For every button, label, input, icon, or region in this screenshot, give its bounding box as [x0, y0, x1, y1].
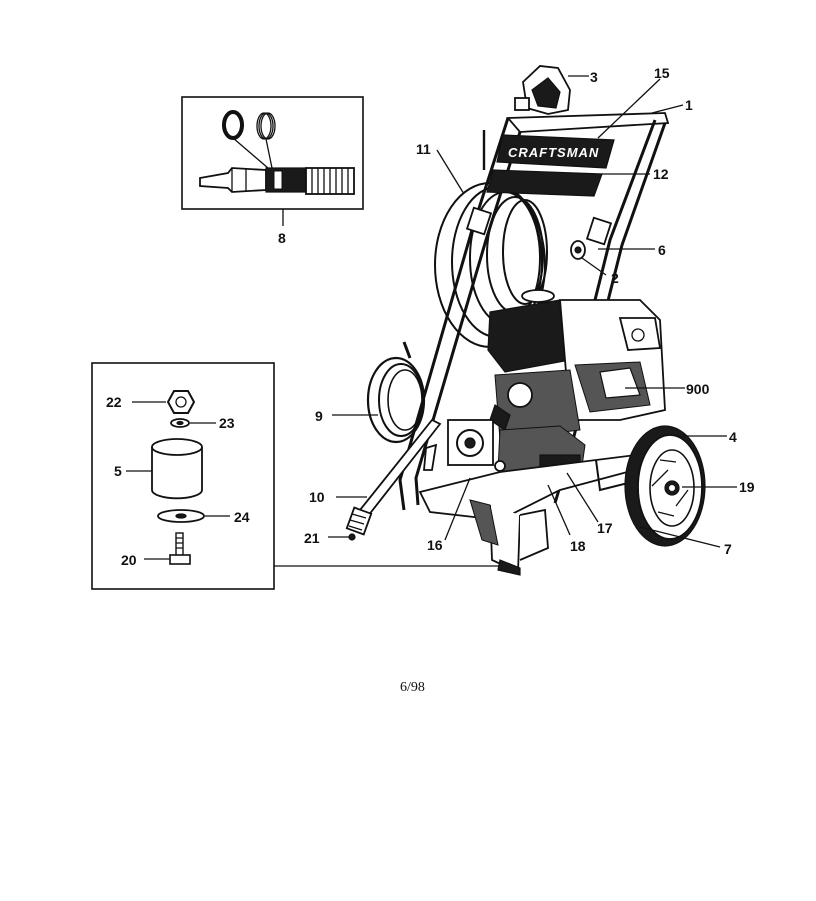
spray-wand — [345, 418, 442, 541]
label-11: 11 — [416, 141, 431, 157]
filter-parts-inset — [91, 362, 500, 590]
engine — [487, 289, 666, 441]
label-15: 15 — [654, 65, 670, 81]
bolt — [169, 532, 191, 565]
retaining-ring — [256, 112, 276, 140]
label-10: 10 — [309, 489, 325, 505]
label-2: 2 — [611, 270, 619, 286]
label-16: 16 — [427, 537, 443, 553]
label-23: 23 — [219, 415, 235, 431]
leader-lines — [328, 75, 737, 548]
hose-loop — [366, 341, 426, 444]
label-5: 5 — [114, 463, 122, 479]
gun-holder — [514, 65, 571, 115]
label-21: 21 — [304, 530, 320, 546]
label-18: 18 — [570, 538, 586, 554]
label-20: 20 — [121, 552, 137, 568]
label-900: 900 — [686, 381, 710, 397]
wheel — [624, 425, 706, 547]
label-7: 7 — [724, 541, 732, 557]
hose-connector-inset — [181, 96, 364, 226]
lock-knob — [570, 240, 586, 260]
label-8: 8 — [278, 230, 286, 246]
label-4: 4 — [729, 429, 737, 445]
label-12: 12 — [653, 166, 669, 182]
brand-plate: CRAFTSMAN — [486, 134, 615, 197]
brand-text: CRAFTSMAN — [508, 145, 599, 160]
label-24: 24 — [234, 509, 250, 525]
hex-nut — [166, 390, 196, 414]
label-19: 19 — [739, 479, 755, 495]
pressure-washer: CRAFTSMAN — [345, 65, 706, 576]
page-code: 6/98 — [400, 680, 425, 695]
label-3: 3 — [590, 69, 598, 85]
o-ring — [222, 110, 244, 140]
label-17: 17 — [597, 520, 613, 536]
base-frame — [418, 451, 667, 576]
label-9: 9 — [315, 408, 323, 424]
label-22: 22 — [106, 394, 122, 410]
label-6: 6 — [658, 242, 666, 258]
label-1: 1 — [685, 97, 693, 113]
threaded-fitting — [305, 167, 355, 195]
filter-cylinder — [151, 438, 203, 500]
